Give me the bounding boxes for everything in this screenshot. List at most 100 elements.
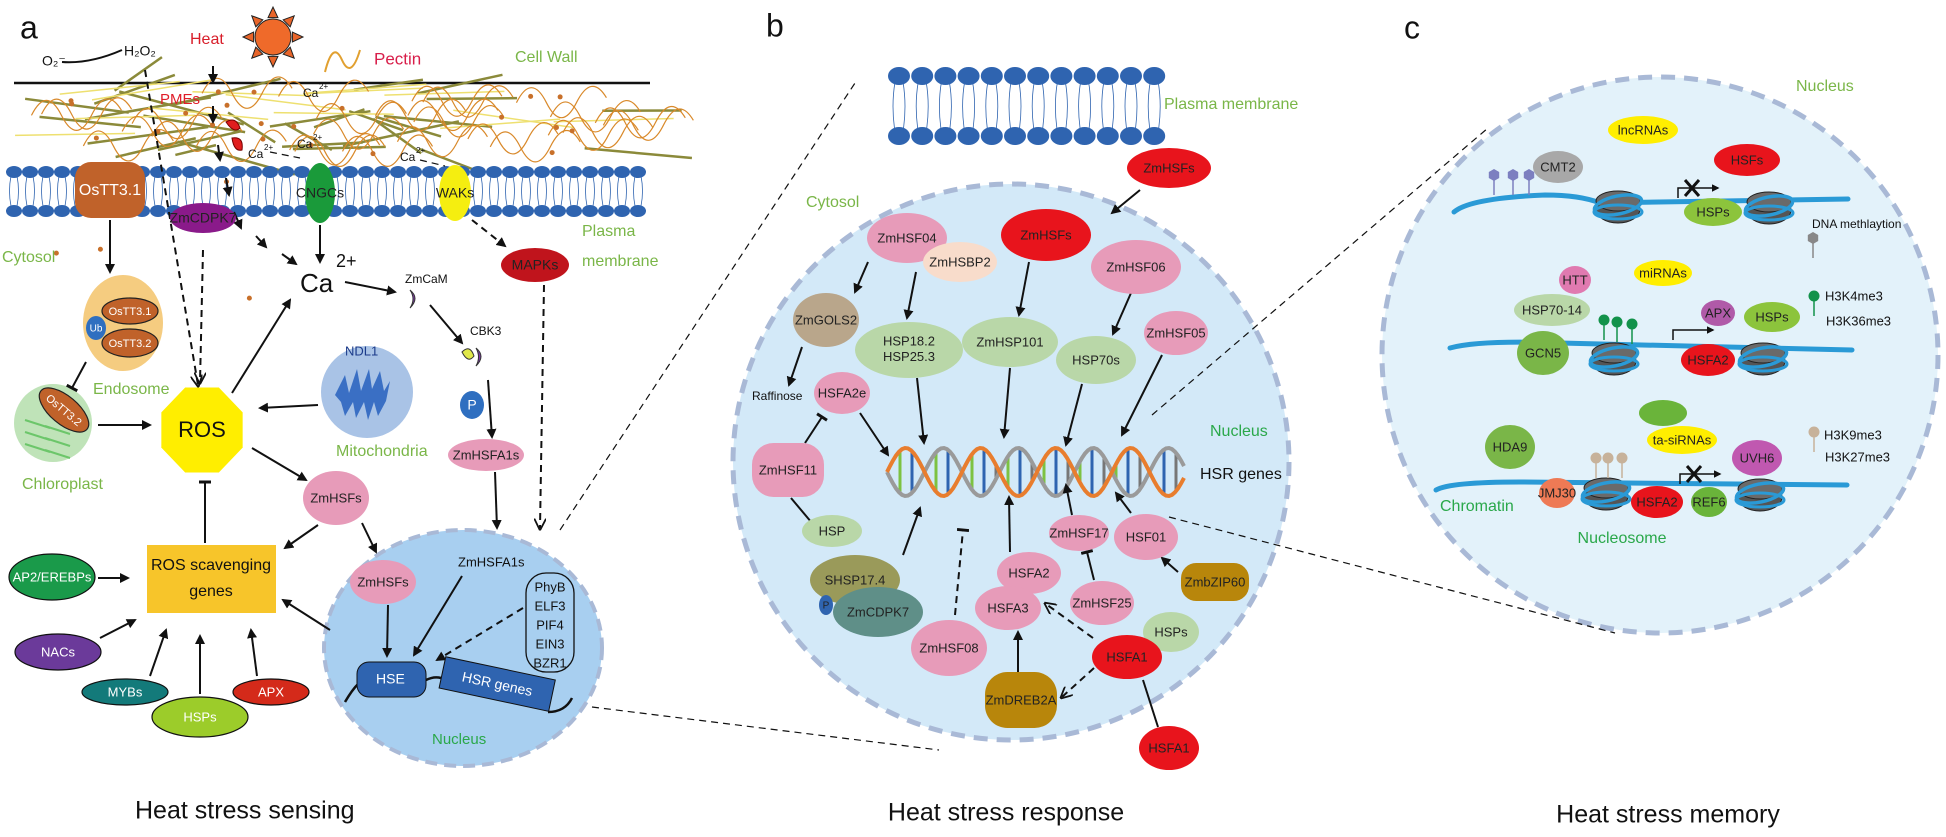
nucleosome-3a — [1580, 477, 1632, 511]
ros-label: ROS — [178, 417, 226, 442]
zmhsfs-to-scavenging — [283, 524, 319, 550]
mapks-to-nucleus — [540, 284, 544, 528]
h3k9me3-mark — [1590, 452, 1602, 478]
apx-c: APX — [1701, 300, 1735, 326]
cmt2-shape — [1533, 151, 1583, 183]
phosphate-b: P — [819, 595, 833, 615]
zmhsfa1s-node-label: ZmHSFA1s — [453, 447, 520, 462]
sirna-partner-blob — [1639, 400, 1687, 426]
tasirnas: ta-siRNAs — [1647, 426, 1717, 454]
sun-icon — [241, 5, 305, 69]
zmhsf05-label: ZmHSF05 — [1146, 325, 1205, 340]
hsfa1-outside: HSFA1 — [1139, 726, 1199, 770]
chromatin-label: Chromatin — [1440, 498, 1514, 515]
connector-layer — [61, 49, 1616, 751]
ubiquitin-label: Ub — [90, 324, 103, 335]
nuclear-zmhsfs-shape — [350, 560, 416, 604]
scavenging-label: ROS scavenging — [151, 557, 271, 574]
hsf01: HSF01 — [1114, 514, 1178, 560]
calcium-ion-label: Ca — [303, 86, 319, 100]
zmhsbp2-label: ZmHSBP2 — [929, 254, 990, 269]
o2-label: O₂⁻ — [42, 53, 66, 69]
hsfa2-c-row3-shape — [1631, 486, 1683, 518]
zmhsf06: ZmHSF06 — [1091, 240, 1181, 294]
phosphate-b-label: P — [823, 601, 830, 612]
zmhsfs-node-label: ZmHSFs — [310, 490, 362, 505]
shsp174-to-dna — [902, 506, 922, 556]
calcium-ion-label: Ca — [400, 150, 416, 164]
nuclear-zmhsfa1s-label: ZmHSFA1s — [458, 554, 525, 569]
jmj30: JMJ30 — [1538, 478, 1576, 508]
cngcs-channel-shape — [305, 163, 335, 223]
endosome-ostt31-label: OsTT3.1 — [109, 306, 152, 318]
hsp70-14-shape — [1514, 294, 1590, 326]
zmhsf11-label: ZmHSF11 — [759, 462, 817, 477]
ros-octagon — [161, 387, 243, 473]
raffinose-label: Raffinose — [752, 389, 803, 403]
hsr-genes-a: HSR genes — [438, 656, 556, 712]
nuclear-factor-label: EIN3 — [536, 636, 565, 651]
endosome-ostt32-shape — [101, 328, 159, 358]
zmhsp101-to-dna — [999, 367, 1011, 439]
hsfs-c-label: HSFs — [1731, 152, 1764, 167]
zoom-connector-b-c-lower — [1168, 516, 1616, 634]
zmcdpk7-protein-shape — [170, 203, 236, 233]
zmhsfs-outside-label: ZmHSFs — [1143, 160, 1195, 175]
nucleus-to-scavenging — [281, 598, 331, 631]
apx-node-a-shape — [232, 678, 310, 706]
hsp18-hsp25-label: HSP18.2 — [883, 334, 935, 349]
dna-methylation-mark — [1488, 169, 1500, 195]
calcium-ion-charge: 2+ — [319, 82, 328, 91]
zmhsf05-to-dna — [1121, 354, 1163, 437]
calcium-big-label: Ca — [300, 268, 334, 298]
cytosol-label-b: Cytosol — [806, 194, 859, 211]
zmhsf17-label: ZmHSF17 — [1049, 525, 1108, 540]
zmhsf04-shape — [867, 213, 947, 263]
calcium-big-charge: 2+ — [336, 251, 357, 271]
zmhsfs-cytosol-label: ZmHSFs — [1020, 227, 1072, 242]
waks-receptor: WAKs — [436, 165, 474, 221]
zmcdpk7-b: ZmCDPK7 — [833, 587, 923, 637]
hsfa2-b-label: HSFA2 — [1008, 565, 1049, 580]
nuclear-zmhsfs: ZmHSFs — [350, 560, 416, 604]
zmhsf05: ZmHSF05 — [1144, 311, 1208, 355]
hsfa2e: HSFA2e — [814, 372, 870, 414]
heat-arrow-6 — [255, 235, 268, 249]
zmhsfs-outside-shape — [1127, 148, 1211, 188]
shsp174-label: SHSP17.4 — [825, 572, 886, 587]
hsp-b-label: HSP — [819, 523, 846, 538]
hsfa2e-label: HSFA2e — [818, 385, 866, 400]
cytosol-label-a: Cytosol — [2, 249, 55, 266]
transcription-start-active-2 — [1672, 326, 1715, 340]
hsfa2e-shape — [814, 372, 870, 414]
cbk3-to-zmhsfa1s — [486, 379, 497, 439]
nacs-node: NACs — [14, 633, 102, 671]
endosome-ostt31: OsTT3.1 — [101, 297, 159, 325]
zmcam-icon — [409, 289, 416, 309]
cbk3-label: CBK3 — [470, 324, 502, 338]
zmhsf04: ZmHSF04 — [867, 213, 947, 263]
zmhsp101: ZmHSP101 — [962, 317, 1058, 367]
zoom-connector-a-b-lower — [591, 706, 940, 751]
zmhsfa1s-node: ZmHSFA1s — [448, 439, 524, 471]
lncrnas: lncRNAs — [1608, 116, 1678, 144]
apx-c-shape — [1701, 300, 1735, 326]
cell-wall-fibers — [15, 56, 694, 301]
zmcam-label: ZmCaM — [405, 272, 448, 286]
nucleosome-1a — [1592, 190, 1644, 224]
zmhsfs-node: ZmHSFs — [303, 471, 369, 525]
hsf01-shape — [1114, 514, 1178, 560]
htt-label: HTT — [1562, 272, 1587, 287]
hsps-c2-label: HSPs — [1755, 309, 1789, 324]
nuclear-factor-label: ELF3 — [534, 598, 565, 613]
zmgols2: ZmGOLS2 — [793, 293, 859, 347]
hsps-b: HSPs — [1143, 612, 1199, 652]
heat-arrow-3 — [213, 144, 224, 162]
endosome-ostt32-label: OsTT3.2 — [109, 338, 152, 350]
ref6: REF6 — [1691, 487, 1727, 517]
zmhsbp2-shape — [923, 242, 997, 282]
lncrnas-shape — [1608, 116, 1678, 144]
zmhsp101-shape — [962, 317, 1058, 367]
mybs-node-shape — [81, 678, 169, 706]
